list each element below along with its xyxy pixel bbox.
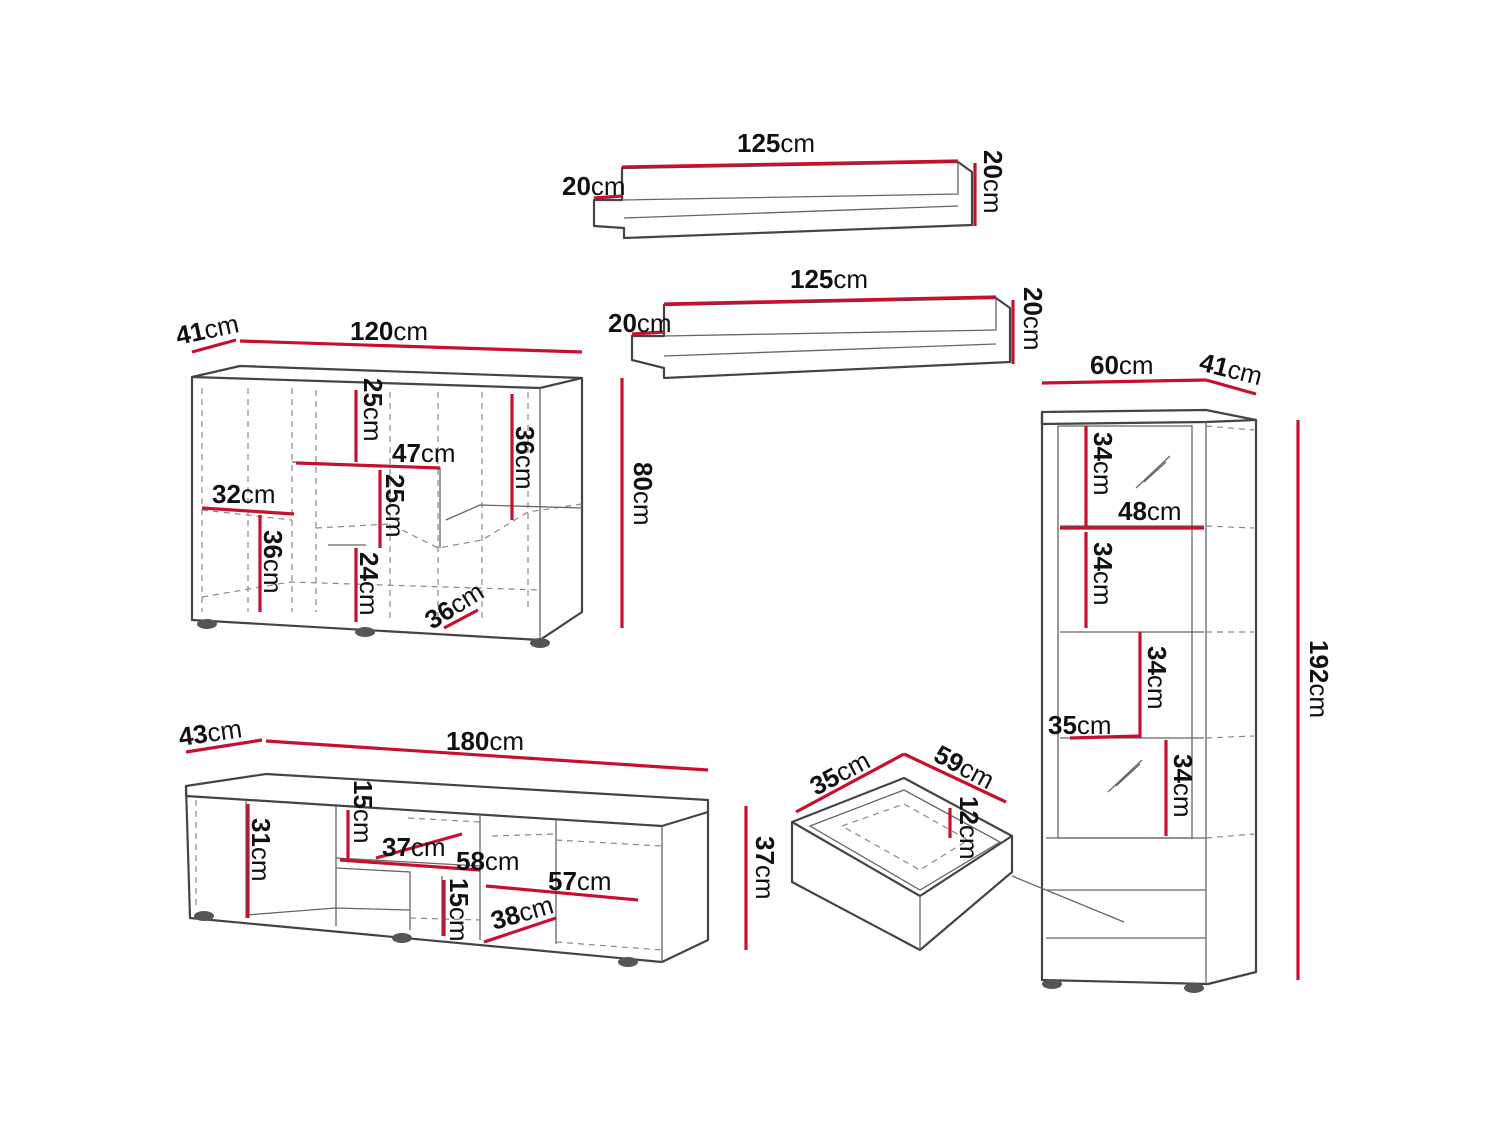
sideboard-height-label: 80cm bbox=[628, 462, 658, 526]
sideboard-inner-right-height-label: 36cm bbox=[510, 426, 540, 490]
vitrine-inner-depth-label: 35cm bbox=[1048, 710, 1112, 740]
sideboard-inner-diagonal-label: 36cm bbox=[419, 576, 489, 635]
sideboard-inner-low-height-label: 24cm bbox=[354, 552, 384, 616]
sideboard-inner-top-width-label: 47cm bbox=[392, 438, 456, 468]
tv-stand: 43cm 180cm 37cm 31cm 15cm 37cm 58cm 57cm… bbox=[177, 713, 780, 967]
drawer-width-label: 59cm bbox=[929, 739, 999, 795]
vitrine-shelf-height-4-label: 34cm bbox=[1168, 754, 1198, 818]
tv-stand-left-height-label: 31cm bbox=[246, 818, 276, 882]
tv-stand-width-label: 180cm bbox=[446, 726, 524, 756]
shelf-bottom-height-label: 20cm bbox=[1018, 287, 1048, 351]
sideboard-width-label: 120cm bbox=[350, 316, 428, 346]
vitrine-shelf-height-2-label: 34cm bbox=[1088, 542, 1118, 606]
vitrine-depth-label: 41cm bbox=[1197, 347, 1266, 391]
tv-stand-mid-width-label: 37cm bbox=[382, 832, 446, 862]
tv-stand-mid-top-height-label: 15cm bbox=[348, 780, 378, 844]
sideboard: 41cm 120cm 80cm 25cm 47cm 36cm 32cm 36cm… bbox=[173, 308, 658, 648]
sideboard-depth-label: 41cm bbox=[173, 308, 241, 351]
shelf-top-depth-label: 20cm bbox=[562, 171, 626, 201]
vitrine-inner-width-label: 48cm bbox=[1118, 496, 1182, 526]
tv-stand-mid-low-height-label: 15cm bbox=[444, 878, 474, 942]
wall-shelf-bottom: 125cm 20cm 20cm bbox=[608, 264, 1048, 380]
vitrine: 60cm 41cm 192cm 34cm 48cm 34cm 34cm 35cm… bbox=[1011, 347, 1334, 993]
shelf-bottom-depth-label: 20cm bbox=[608, 308, 672, 338]
tv-stand-height-label: 37cm bbox=[750, 836, 780, 900]
shelf-bottom-width-label: 125cm bbox=[790, 264, 868, 294]
tv-stand-depth-label: 43cm bbox=[177, 713, 244, 752]
sideboard-inner-left-height-label: 36cm bbox=[258, 530, 288, 594]
vitrine-shelf-height-3-label: 34cm bbox=[1142, 646, 1172, 710]
vitrine-shelf-height-1-label: 34cm bbox=[1088, 432, 1118, 496]
shelf-top-height-label: 20cm bbox=[978, 150, 1008, 214]
sideboard-inner-mid-height-label: 25cm bbox=[380, 474, 410, 538]
tv-stand-right-width-label: 57cm bbox=[548, 866, 612, 896]
sideboard-inner-left-width-label: 32cm bbox=[212, 479, 276, 509]
vitrine-width-label: 60cm bbox=[1090, 350, 1154, 380]
tv-stand-mid-width2-label: 58cm bbox=[456, 846, 520, 876]
vitrine-height-label: 192cm bbox=[1304, 640, 1334, 718]
drawer-height-label: 12cm bbox=[954, 796, 984, 860]
sideboard-inner-top-height-label: 25cm bbox=[358, 378, 388, 442]
shelf-top-width-label: 125cm bbox=[737, 128, 815, 158]
wall-shelf-top: 125cm 20cm 20cm bbox=[562, 128, 1008, 240]
drawer: 35cm 59cm 12cm bbox=[790, 739, 1014, 952]
